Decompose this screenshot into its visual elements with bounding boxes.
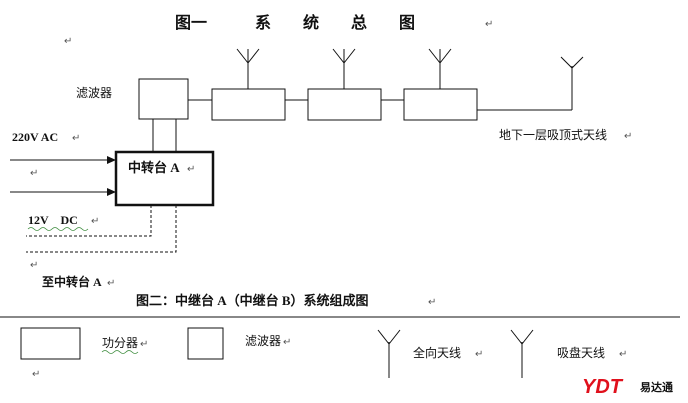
paragraph-mark: ↵ xyxy=(30,260,38,271)
paragraph-mark: ↵ xyxy=(32,369,40,380)
brand-name: 易达通 xyxy=(640,380,673,394)
paragraph-mark: ↵ xyxy=(72,133,80,144)
relay-label: 中转台 A xyxy=(128,160,180,175)
omni-antenna-icon xyxy=(236,48,260,89)
ac-input-arrow xyxy=(10,156,116,164)
relay-box xyxy=(114,150,215,207)
figure-caption: 图二：中继台 A（中继台 B）系统组成图 xyxy=(136,293,369,308)
legend-splitter-label: 功分器 xyxy=(102,336,138,350)
ac-power-label: 220V AC xyxy=(12,130,58,144)
omni-antenna-icon xyxy=(332,48,356,89)
antenna-note: 地下一层吸顶式天线 xyxy=(499,128,607,142)
paragraph-mark: ↵ xyxy=(428,297,436,308)
dashed-link xyxy=(26,205,177,253)
spellcheck-underline xyxy=(27,227,89,231)
paragraph-mark: ↵ xyxy=(140,339,148,350)
ac-input-arrow xyxy=(10,188,116,196)
splitter-box-1 xyxy=(211,88,286,121)
legend-omni-antenna-icon xyxy=(377,329,401,378)
legend-ceiling-antenna-label: 吸盘天线 xyxy=(557,345,605,360)
paragraph-mark: ↵ xyxy=(64,36,72,47)
paragraph-mark: ↵ xyxy=(107,278,115,289)
paragraph-mark: ↵ xyxy=(91,216,99,227)
legend-omni-antenna-label: 全向天线 xyxy=(413,345,461,360)
paragraph-mark: ↵ xyxy=(624,131,632,142)
paragraph-mark: ↵ xyxy=(30,168,38,179)
legend-filter-box xyxy=(187,327,224,360)
paragraph-mark: ↵ xyxy=(619,349,627,360)
filter-box xyxy=(138,78,189,120)
brand-logo-mark: YDT xyxy=(582,376,624,398)
legend-ceiling-antenna-icon xyxy=(510,329,534,378)
diagram-title: 图一 系 统 总 图 xyxy=(175,13,415,32)
splitter-box-2 xyxy=(307,88,382,121)
paragraph-mark: ↵ xyxy=(485,19,493,30)
to-relay-label: 至中转台 A xyxy=(42,274,102,289)
dc-power-label: 12V DC xyxy=(28,213,78,227)
omni-antenna-icon xyxy=(428,48,452,89)
spellcheck-underline xyxy=(101,350,139,354)
legend-splitter-box xyxy=(20,327,81,360)
filter-label: 滤波器 xyxy=(76,86,112,100)
splitter-box-3 xyxy=(403,88,478,121)
paragraph-mark: ↵ xyxy=(187,164,195,175)
paragraph-mark: ↵ xyxy=(475,349,483,360)
legend-filter-label: 滤波器 xyxy=(245,334,281,348)
ceiling-antenna-icon xyxy=(560,56,584,69)
paragraph-mark: ↵ xyxy=(283,337,291,348)
brand-logo: YDT 易达通 xyxy=(582,376,673,398)
